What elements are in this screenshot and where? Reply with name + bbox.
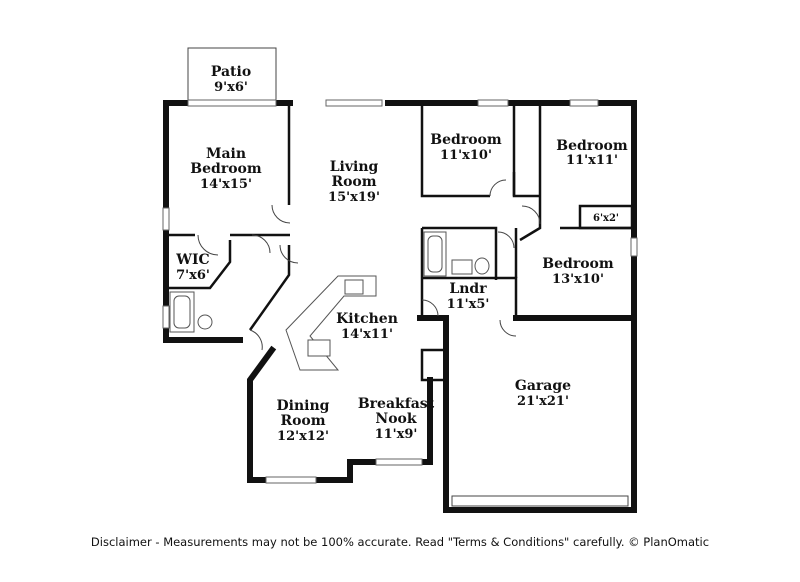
living-room-dim: 15'x19' — [328, 190, 380, 205]
windows — [162, 99, 638, 507]
fixtures — [169, 231, 490, 371]
living-room-name-1: Living — [330, 159, 379, 175]
kitchen-dim: 14'x11' — [341, 327, 393, 342]
garage-dim: 21'x21' — [517, 394, 569, 409]
dining-room-name-1: Dining — [277, 398, 330, 414]
breakfast-nook-name-1: Breakfast — [358, 396, 435, 412]
bedroom-2-dim: 11'x10' — [440, 148, 492, 163]
laundry-dim: 11'x5' — [447, 297, 490, 312]
patio-dim: 9'x6' — [214, 80, 248, 95]
dining-room-name-2: Room — [280, 413, 325, 429]
garage-name: Garage — [515, 378, 571, 394]
patio-name: Patio — [211, 64, 251, 80]
main-bedroom-name-1: Main — [206, 146, 246, 162]
main-bedroom-name-2: Bedroom — [190, 161, 262, 177]
room-labels: Patio 9'x6' Main Bedroom 14'x15' Living … — [175, 64, 628, 444]
bedroom-4-name: Bedroom — [542, 256, 614, 272]
closet-dim: 6'x2' — [593, 213, 619, 224]
interior-walls — [166, 103, 634, 382]
wic-name: WIC — [175, 252, 209, 268]
bedroom-2-name: Bedroom — [430, 132, 502, 148]
door-swings — [197, 179, 541, 351]
wic-dim: 7'x6' — [176, 268, 210, 283]
living-room-name-2: Room — [331, 174, 376, 190]
disclaimer-text: Disclaimer - Measurements may not be 100… — [90, 535, 710, 549]
bedroom-3-name: Bedroom — [556, 138, 628, 154]
bedroom-3-dim: 11'x11' — [566, 153, 618, 168]
dining-room-dim: 12'x12' — [277, 429, 329, 444]
breakfast-nook-dim: 11'x9' — [375, 427, 418, 442]
bedroom-4-dim: 13'x10' — [552, 272, 604, 287]
kitchen-name: Kitchen — [336, 311, 398, 327]
laundry-name: Lndr — [449, 281, 487, 297]
breakfast-nook-name-2: Nook — [375, 411, 416, 427]
main-bedroom-dim: 14'x15' — [200, 177, 252, 192]
